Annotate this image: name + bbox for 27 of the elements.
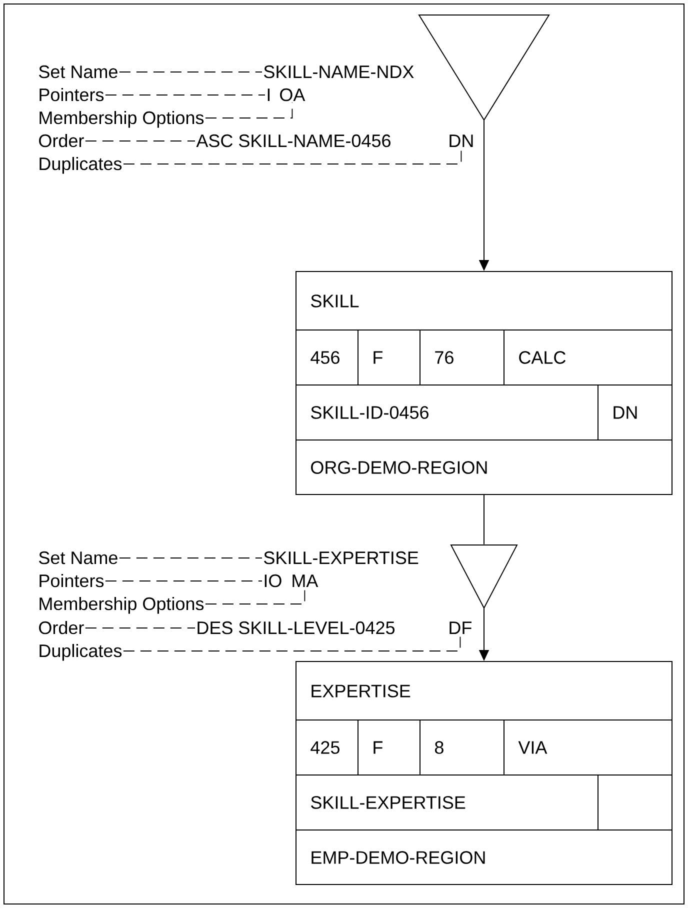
leader-line bbox=[84, 140, 196, 142]
set-label: Set Name bbox=[39, 551, 118, 564]
set-label: SKILL-EXPERTISE bbox=[264, 551, 418, 564]
set-label: Duplicates bbox=[40, 644, 122, 661]
set-label: Membership Options bbox=[40, 110, 204, 128]
set-label: Order bbox=[39, 134, 84, 148]
set-label: Set Name bbox=[39, 65, 118, 78]
set-label: Order bbox=[39, 620, 84, 634]
set-label: MA bbox=[292, 574, 318, 587]
set-label: DES SKILL-LEVEL-0425 bbox=[198, 621, 395, 634]
set-label: DN bbox=[450, 134, 473, 147]
set-label: DF bbox=[450, 622, 472, 634]
leader-line bbox=[123, 634, 461, 652]
set-label: SKILL-NAME-NDX bbox=[264, 65, 414, 78]
set-label: Membership Options bbox=[40, 596, 204, 614]
leader-line bbox=[205, 588, 306, 604]
set-label: I bbox=[268, 88, 270, 101]
set-label: Duplicates bbox=[40, 156, 122, 174]
set-label: Pointers bbox=[40, 574, 104, 588]
set-label: Pointers bbox=[40, 88, 104, 102]
record-box: EXPERTISE 425 F 8 VIA SKILL-EXPERTISE EMP-DEMO-REGION bbox=[296, 661, 672, 885]
record-box: SKILL 456 F 76 CALC SKILL-ID-0456 DN ORG-DEMO-REGION bbox=[296, 271, 672, 495]
set-label: ASC SKILL-NAME-0456 bbox=[196, 134, 390, 148]
set-label: OA bbox=[280, 88, 306, 102]
set-label: IO bbox=[264, 574, 282, 588]
leader-line bbox=[104, 94, 266, 96]
leader-line bbox=[104, 580, 262, 582]
